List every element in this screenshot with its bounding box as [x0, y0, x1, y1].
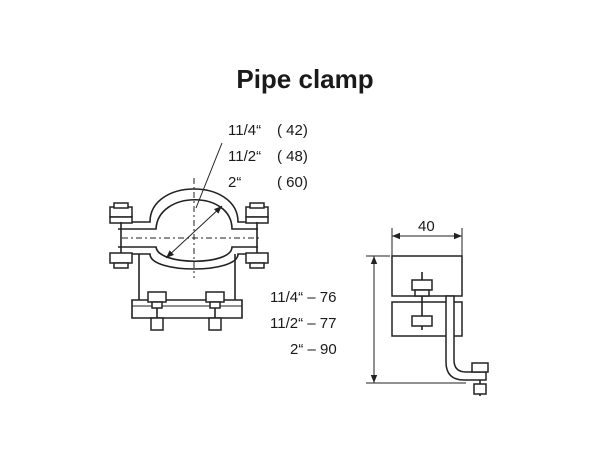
- diameter-labels: 11/4“ ( 42) 11/2“ ( 48) 2“ ( 60): [228, 122, 308, 191]
- side-bolt-head: [411, 279, 433, 291]
- upper-band-outer: [118, 188, 258, 223]
- size-label-3-mm: ( 60): [277, 174, 308, 191]
- right-bolt: [245, 202, 269, 269]
- base-bolt-right: [205, 291, 225, 331]
- base-bolt-left: [147, 291, 167, 331]
- front-view: 11/4“ ( 42) 11/2“ ( 48) 2“ ( 60): [109, 122, 308, 331]
- size-label-2-mm: ( 48): [277, 148, 308, 165]
- diameter-arrow: [165, 205, 223, 259]
- size-label-3-inch: 2“: [228, 174, 241, 191]
- side-view: 40 11/4“ – 76 11/2“ – 77 2“ – 90: [270, 218, 489, 396]
- bracket-bolt: [471, 362, 489, 396]
- width-dimension-label: 40: [418, 218, 435, 235]
- left-bolt: [109, 202, 133, 269]
- height-label-3: 2“ – 90: [290, 341, 337, 358]
- right-bottom-nut: [245, 252, 269, 264]
- height-label-2: 11/2“ – 77: [270, 315, 336, 332]
- size-label-1-mm: ( 42): [277, 122, 308, 139]
- lower-band-inner: [118, 246, 258, 262]
- size-label-2-inch: 11/2“: [228, 148, 261, 165]
- drawing-title: Pipe clamp: [236, 64, 374, 94]
- lower-band-outer: [118, 253, 258, 270]
- left-bottom-nut: [109, 252, 133, 264]
- leader-line: [195, 142, 223, 209]
- side-bolt-nut: [411, 315, 433, 327]
- height-label-1: 11/4“ – 76: [270, 289, 336, 306]
- upper-band-inner: [118, 199, 258, 230]
- size-label-1-inch: 11/4“: [228, 122, 261, 139]
